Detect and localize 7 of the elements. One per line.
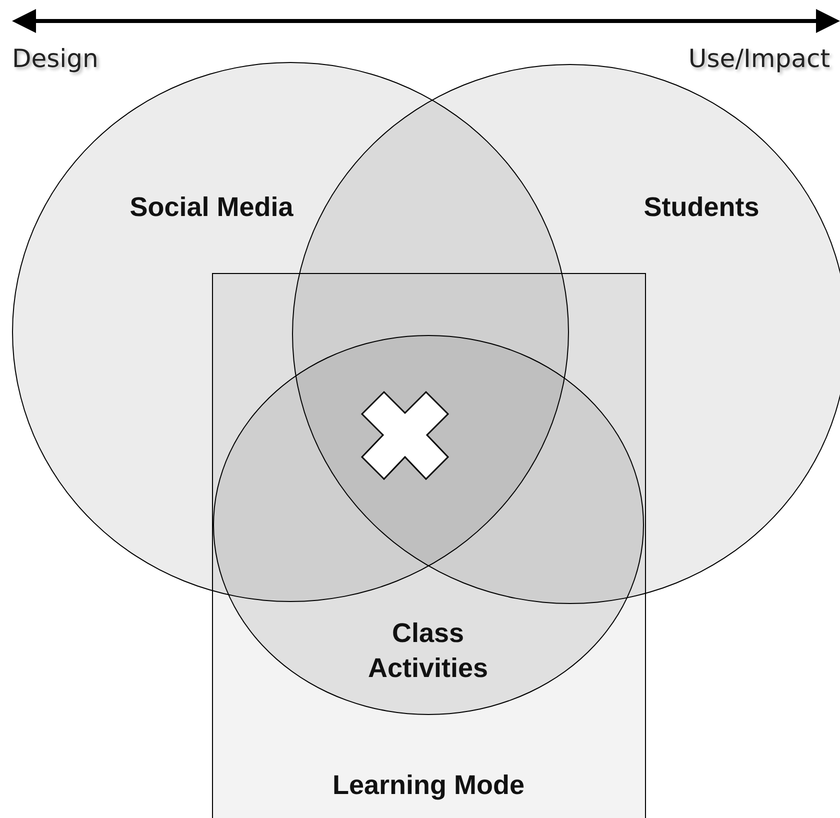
node-label: Learning Mode [331, 768, 526, 802]
rectangle-box [212, 273, 646, 818]
node-label: Class Activities [366, 617, 490, 686]
axis-label: Design [12, 44, 98, 73]
axis-label: Use/Impact [688, 44, 830, 73]
node-label: Students [642, 190, 760, 224]
node-label: Social Media [128, 190, 294, 224]
